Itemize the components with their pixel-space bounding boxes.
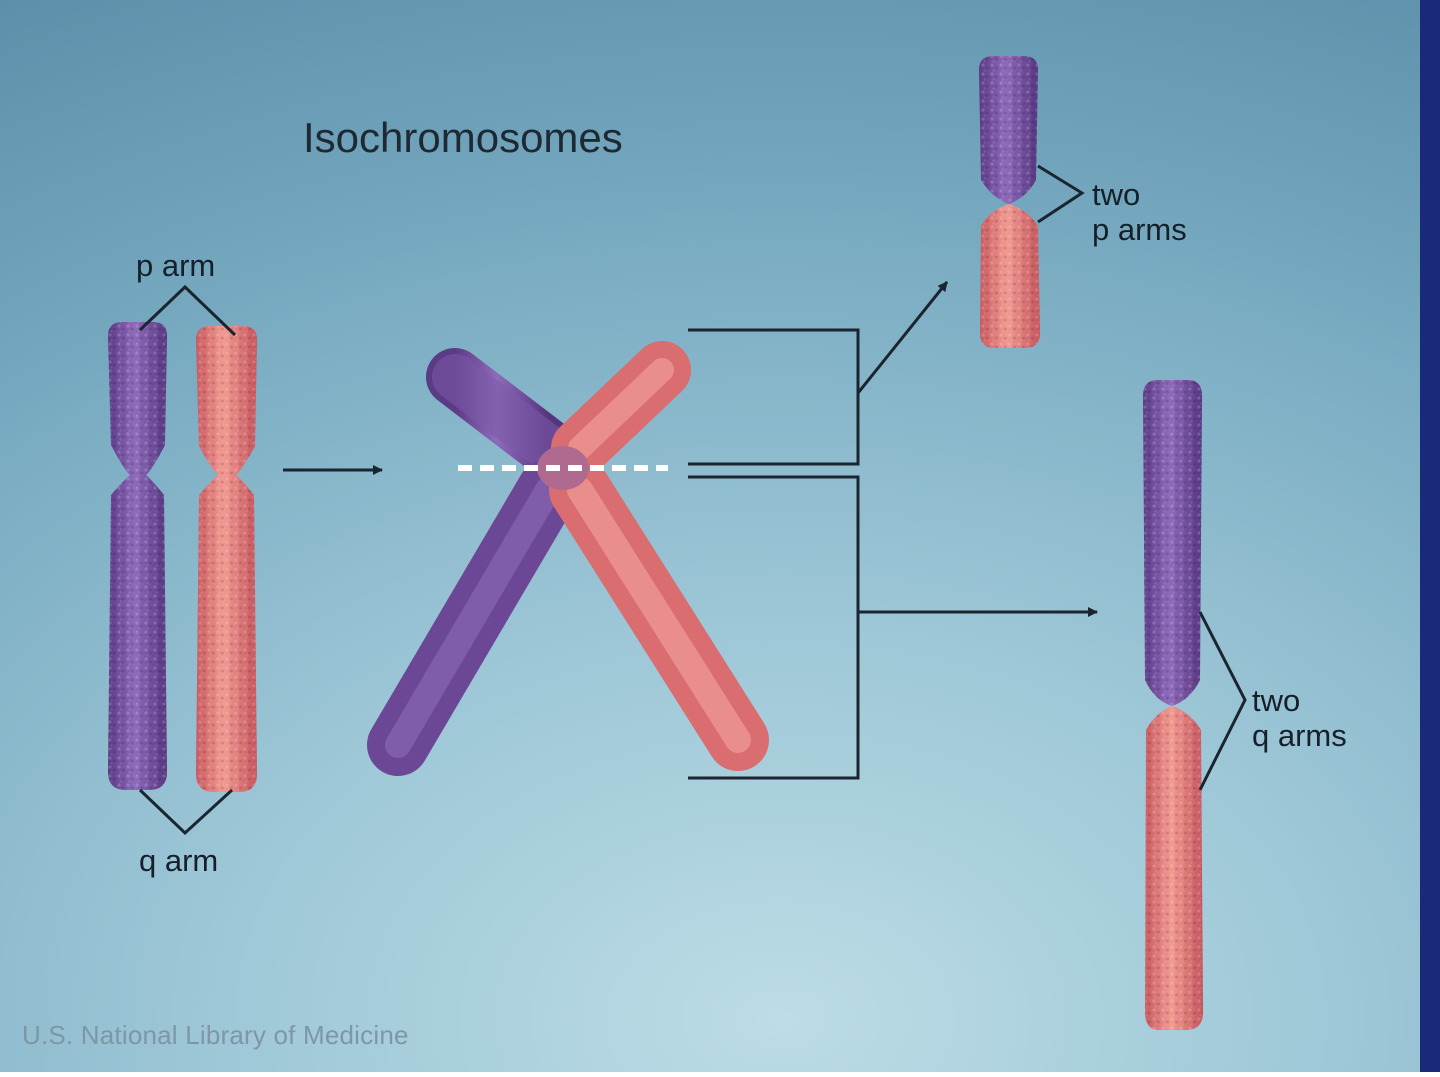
p-arm-bracket xyxy=(138,284,237,337)
credit-watermark: U.S. National Library of Medicine xyxy=(22,1020,409,1050)
isochromosome-two-p-arms xyxy=(979,56,1040,348)
slide-border-bottom xyxy=(0,1072,1440,1077)
x-arm-purple-q xyxy=(367,459,579,776)
two-p-arms-bracket xyxy=(1037,164,1085,224)
isochromosome-two-q-arms xyxy=(1143,380,1203,1030)
two-q-arms-bracket xyxy=(1198,611,1247,791)
two-p-arms-label-line1: two xyxy=(1092,177,1141,212)
two-q-arms-label-line2: q arms xyxy=(1252,718,1347,753)
x-arm-pink-p xyxy=(551,341,691,477)
two-p-arms-label-line2: p arms xyxy=(1092,212,1187,247)
q-arm-bracket xyxy=(138,788,234,836)
x-arm-pink-q xyxy=(549,459,769,771)
x-chromosome xyxy=(367,341,769,776)
x-arm-purple-p xyxy=(426,348,577,477)
original-chromatid-pink xyxy=(196,326,257,792)
diagram-title: Isochromosomes xyxy=(303,114,623,161)
two-q-arms-label: two q arms xyxy=(1252,683,1347,753)
two-p-arms-label: two p arms xyxy=(1092,177,1187,247)
upper-bracket xyxy=(688,328,860,466)
original-chromatid-purple xyxy=(108,322,167,790)
slide-border-right xyxy=(1420,0,1440,1077)
lower-bracket xyxy=(688,475,860,780)
centromere xyxy=(537,446,589,490)
two-q-arms-label-line1: two xyxy=(1252,683,1301,718)
p-arm-label: p arm xyxy=(136,248,216,283)
q-arm-label: q arm xyxy=(139,843,219,878)
arrow-to-two-p-arms xyxy=(856,281,949,394)
